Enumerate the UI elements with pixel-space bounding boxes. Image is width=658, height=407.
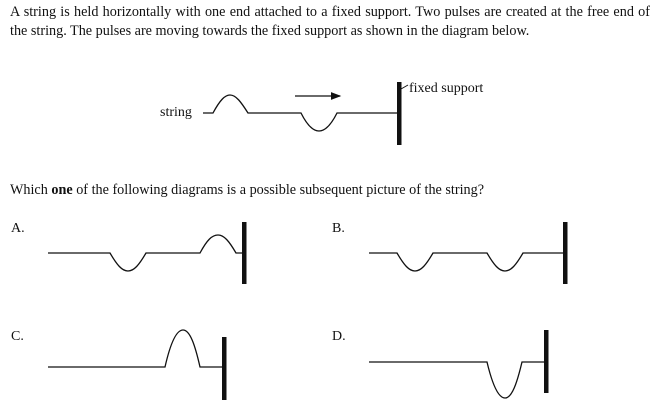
option-d-label[interactable]: D. [332,329,346,344]
option-a-diagram[interactable] [48,222,247,284]
question-suffix: of the following diagrams is a possible … [72,182,485,198]
question-emphasis: one [51,182,73,198]
option-b-string [369,252,563,272]
option-b-label[interactable]: B. [332,221,345,236]
question-text: Which one of the following diagrams is a… [10,182,484,199]
main-diagram: string fixed support [160,81,483,145]
option-a-string [48,234,242,272]
option-c-label[interactable]: C. [11,329,24,344]
question-prefix: Which [10,182,52,198]
option-a-label[interactable]: A. [11,221,25,236]
string-label: string [160,105,192,120]
option-c-string [48,329,222,368]
option-b-diagram[interactable] [369,222,568,284]
option-c-support [222,337,227,400]
option-b-support [563,222,568,284]
option-a-support [242,222,247,284]
option-c-diagram[interactable] [48,329,227,400]
option-d-string [369,361,544,399]
intro-paragraph: A string is held horizontally with one e… [10,4,650,39]
support-leader [400,84,409,90]
main-string [203,94,397,132]
option-d-diagram[interactable] [369,330,549,399]
support-label: fixed support [409,81,483,96]
fixed-support [397,82,402,145]
option-d-support [544,330,549,393]
